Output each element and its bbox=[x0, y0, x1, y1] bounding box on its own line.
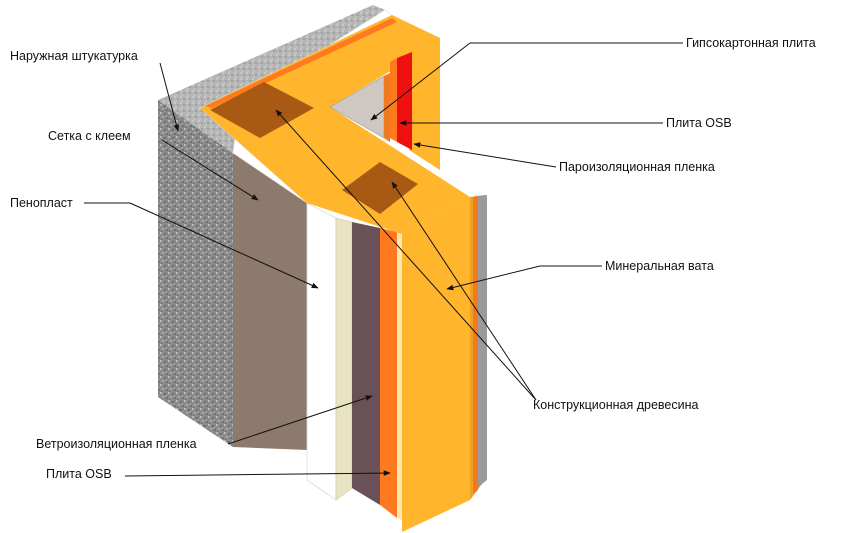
timber-square-right bbox=[342, 162, 418, 214]
osb-inner-top bbox=[205, 18, 397, 108]
leader-foam-diag bbox=[129, 202, 319, 289]
leader-wind-film bbox=[227, 395, 373, 445]
mesh-glue-layer bbox=[233, 153, 307, 450]
label-foam: Пенопласт bbox=[10, 196, 73, 210]
leader-exterior-plaster bbox=[159, 62, 180, 132]
leader-timber-1 bbox=[275, 109, 537, 401]
plaster-layer bbox=[158, 100, 233, 447]
leader-lines bbox=[84, 42, 683, 477]
wind-film-layer bbox=[335, 217, 353, 501]
leader-wool-diag bbox=[446, 265, 541, 291]
label-vapor-film: Пароизоляционная пленка bbox=[559, 160, 715, 174]
orange-edge bbox=[473, 196, 478, 494]
leader-vapor bbox=[413, 142, 557, 168]
grey-edge bbox=[477, 195, 487, 488]
label-exterior-plaster: Наружная штукатурка bbox=[10, 49, 138, 63]
leader-drywall-diag bbox=[370, 42, 471, 121]
vapor-orange-left bbox=[390, 58, 397, 142]
foam-layer bbox=[306, 202, 337, 501]
label-drywall: Гипсокартонная плита bbox=[686, 36, 816, 50]
label-wind-film: Ветроизоляционная пленка bbox=[36, 437, 197, 451]
inner-wool-right bbox=[409, 60, 440, 170]
osb-outer-layer bbox=[352, 222, 380, 505]
leader-mesh-glue bbox=[161, 139, 259, 201]
label-mesh-glue: Сетка с клеем bbox=[48, 129, 131, 143]
light-strip bbox=[397, 232, 402, 520]
label-osb-inner: Плита OSB bbox=[666, 116, 732, 130]
timber-square-left bbox=[210, 82, 314, 138]
label-timber: Конструкционная древесина bbox=[533, 398, 699, 412]
mineral-wool-front bbox=[402, 197, 470, 532]
vapor-film bbox=[397, 52, 412, 150]
leader-osb-outer bbox=[124, 470, 391, 477]
osb-orange-strip bbox=[380, 228, 397, 518]
label-osb-outer: Плита OSB bbox=[46, 467, 112, 481]
leader-timber-2 bbox=[391, 181, 537, 401]
label-mineral-wool: Минеральная вата bbox=[605, 259, 714, 273]
